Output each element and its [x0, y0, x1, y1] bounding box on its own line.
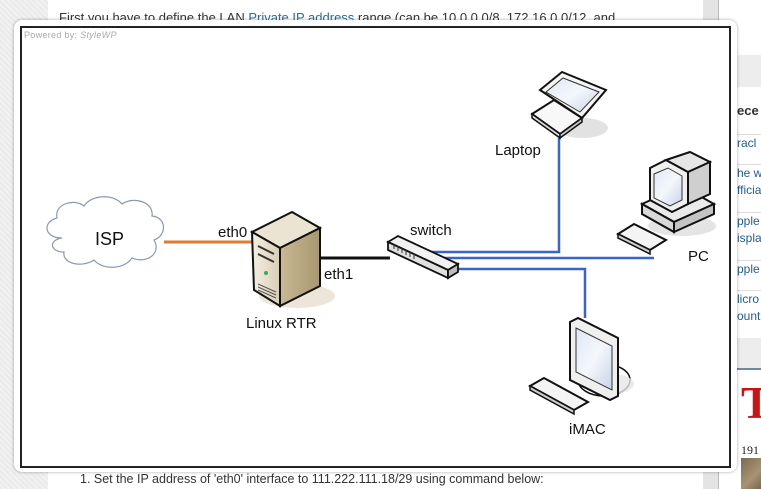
sidebar-item[interactable]: pple ispla — [737, 212, 761, 247]
lightbox-image-frame: Powered by: StyleWP — [20, 26, 731, 468]
powered-by-brand: StyleWP — [80, 30, 117, 40]
eth1-label: eth1 — [324, 266, 353, 283]
sidebar-item[interactable]: licro ount — [737, 290, 761, 325]
laptop-label: Laptop — [495, 142, 541, 159]
step-1-text: 1. Set the IP address of 'eth0' interfac… — [80, 472, 544, 486]
switch-icon — [386, 234, 460, 280]
sidebar-item-line: licro — [737, 292, 760, 306]
sidebar-item-line: ispla — [737, 231, 761, 245]
sidebar-heading: ece — [737, 103, 759, 118]
image-lightbox[interactable]: Powered by: StyleWP — [14, 20, 737, 472]
powered-by-credit: Powered by: StyleWP — [24, 30, 117, 40]
linux-router-server-icon — [249, 210, 335, 308]
network-diagram: ISP eth0 eth1 Linux RTR — [46, 70, 717, 438]
sidebar-item-line: ount — [737, 309, 761, 323]
imac-link — [454, 267, 587, 318]
sidebar-item[interactable]: he w fficia — [737, 164, 761, 199]
sidebar-item-line: pple — [737, 262, 760, 276]
imac-label: iMAC — [569, 421, 606, 438]
pc-label: PC — [688, 248, 709, 265]
sidebar-masthead-letter: T — [741, 377, 761, 428]
powered-by-prefix: Powered by: — [24, 30, 81, 40]
eth0-label: eth0 — [218, 224, 247, 241]
sidebar-item[interactable]: pple — [737, 260, 761, 278]
sidebar-item-line: fficia — [737, 183, 761, 197]
linux-router-label: Linux RTR — [246, 315, 317, 332]
imac-icon — [527, 316, 634, 416]
sidebar-item-line: pple — [737, 214, 760, 228]
sidebar-item-line: racl — [737, 136, 757, 150]
laptop-icon — [530, 70, 608, 140]
pc-icon — [615, 150, 717, 256]
isp-cloud-icon — [46, 196, 165, 268]
switch-label: switch — [410, 222, 452, 239]
sidebar-photo — [741, 458, 761, 489]
sidebar-item[interactable]: racl — [737, 134, 761, 152]
sidebar-item-line: he w — [737, 166, 761, 180]
sidebar-count: 191 — [741, 443, 759, 457]
isp-label: ISP — [95, 229, 124, 249]
laptop-link — [430, 138, 561, 254]
